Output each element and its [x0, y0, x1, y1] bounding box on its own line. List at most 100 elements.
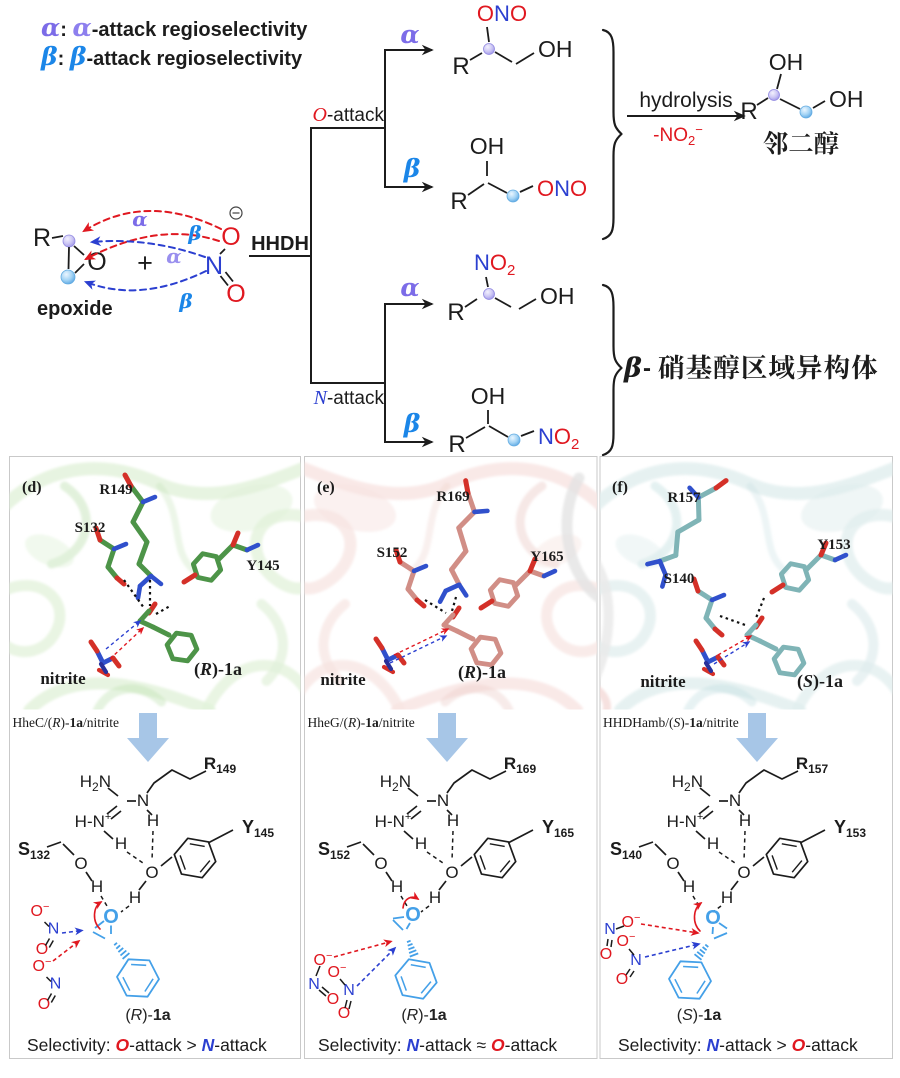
ser-label: S132: [75, 520, 106, 536]
attack-dash-blue: [713, 641, 751, 665]
p3-bond-a: [494, 297, 512, 308]
mech-nitrite2-O: O: [616, 971, 628, 988]
hash-wedge: [117, 947, 124, 953]
epox-bond: [392, 919, 404, 931]
mech-nitriteA-Ominus: O−: [314, 950, 333, 969]
mech-H2N: H2N: [672, 772, 703, 794]
o-attack-label: O-attack: [313, 104, 385, 126]
mech-nitriteA-N: N: [308, 976, 320, 993]
attack-dash-red: [393, 628, 450, 656]
mech-tyr-ring-inner: [199, 860, 211, 873]
mech-dbond: [410, 810, 422, 820]
tyr-stick-OH: [769, 582, 786, 595]
diol-alpha-sphere: [768, 89, 780, 101]
mech-HN: H-N+: [375, 811, 412, 831]
nitrite-stick-O: [96, 667, 111, 678]
p2-bond-b: [519, 185, 534, 193]
tyr-stick-OH: [181, 572, 198, 585]
tyr-stick-O: [527, 556, 538, 574]
arg-stick-N: [437, 588, 448, 604]
p4-R: R: [448, 431, 465, 458]
ser-stick: [97, 537, 117, 552]
attack-arrow-N: [644, 941, 701, 958]
attack-arrow-blue-beta: [83, 270, 207, 292]
arg-stick: [456, 509, 477, 531]
nitrite-stick-N2: [703, 660, 714, 674]
tyr-stick-ring: [190, 551, 224, 583]
ribbon-gray: [600, 560, 614, 679]
mech-nitrite-dbond: [610, 939, 613, 948]
ser-stick: [703, 597, 715, 621]
arg-stick: [456, 525, 469, 554]
mech-dbond: [698, 805, 710, 815]
ligand-stick-phenyl: [771, 644, 807, 678]
mech-nitriteB-dbond: [348, 1000, 352, 1010]
p3-bond-b: [518, 298, 537, 310]
ser-stick-N: [411, 563, 429, 574]
cjk-区: [742, 354, 767, 380]
diol-OH2: OH: [829, 86, 864, 112]
down-arrow: [736, 713, 778, 762]
p3-OH: OH: [540, 283, 575, 309]
mech-H-np: H: [707, 834, 719, 853]
p4-OH: OH: [471, 383, 506, 409]
brace-2: [601, 283, 623, 457]
p3-bond-NO2: [485, 276, 489, 288]
epox-bond: [94, 920, 105, 929]
attack-dash-blue: [105, 620, 142, 650]
mech-nitrite-dbond: [50, 995, 56, 1003]
mech-chain: [738, 769, 799, 794]
panel-e: (e) R169 S152 Y165 nitrite (R)-1a HheG/(…: [304, 456, 598, 1059]
p1-bond-ONO: [486, 26, 490, 43]
mech-bond: [654, 843, 667, 856]
arg-stick: [657, 552, 679, 564]
arg-stick-N: [687, 485, 701, 500]
mech-hbond: [400, 895, 408, 907]
attack-dash-red: [109, 626, 145, 660]
mech-nitrite-dbond: [44, 938, 51, 946]
diol-beta-sphere: [799, 105, 813, 119]
nitrite-O2: O: [226, 280, 245, 308]
mech-epoxide-O: O: [705, 907, 721, 929]
arg-stick: [130, 519, 150, 545]
bond-Ca-O: [73, 245, 85, 256]
mech-O-phenol: O: [145, 863, 158, 882]
p1-R: R: [452, 53, 469, 80]
diol-name: [763, 130, 839, 155]
mech-arg-label: R149: [204, 754, 237, 776]
p3-R: R: [447, 299, 464, 326]
mech-hbond: [120, 905, 130, 913]
mech-nitrite2-dbond: [629, 970, 635, 978]
bond-Cb-O: [74, 263, 85, 274]
ribbon-helix: [615, 534, 665, 568]
arg-stick: [695, 485, 719, 500]
nitrite-stick-N2: [383, 658, 394, 672]
mech-nitrite-bond: [43, 921, 50, 928]
attack-arrow-blue-alpha: [89, 236, 206, 258]
arg-stick: [673, 529, 681, 558]
mech-dbond: [106, 805, 118, 815]
mech-hbond: [718, 851, 736, 864]
tyr-stick: [216, 542, 236, 562]
curved-arrow: [402, 891, 420, 909]
mech-nitrite2-bond: [628, 948, 635, 956]
selectivity: Selectivity: N-attack ≈ O-attack: [318, 1035, 557, 1055]
mech-nitrite-bond: [45, 976, 52, 983]
p2-beta-sphere: [506, 189, 520, 203]
mech-HN: H-N+: [75, 811, 112, 831]
cjk-邻: [763, 130, 788, 155]
mech-bond: [460, 856, 473, 867]
attack-arrow-O: [640, 923, 700, 936]
mech-nitriteB-dbond: [344, 999, 348, 1009]
ribbon: [318, 599, 350, 686]
mech-phenyl: [116, 958, 160, 998]
p3-bond-R: [464, 298, 478, 308]
mech-HN: H-N+: [667, 811, 704, 831]
mech-O-ser: O: [74, 854, 87, 873]
hbond-dash: [719, 614, 749, 628]
hash-wedge: [406, 939, 411, 943]
panel-f: (f) R157 S140 Y153 nitrite (S)-1a HHDHam…: [599, 456, 893, 1059]
down-arrow: [426, 713, 468, 762]
ser-stick: [405, 568, 417, 592]
mech-bond: [446, 809, 453, 816]
